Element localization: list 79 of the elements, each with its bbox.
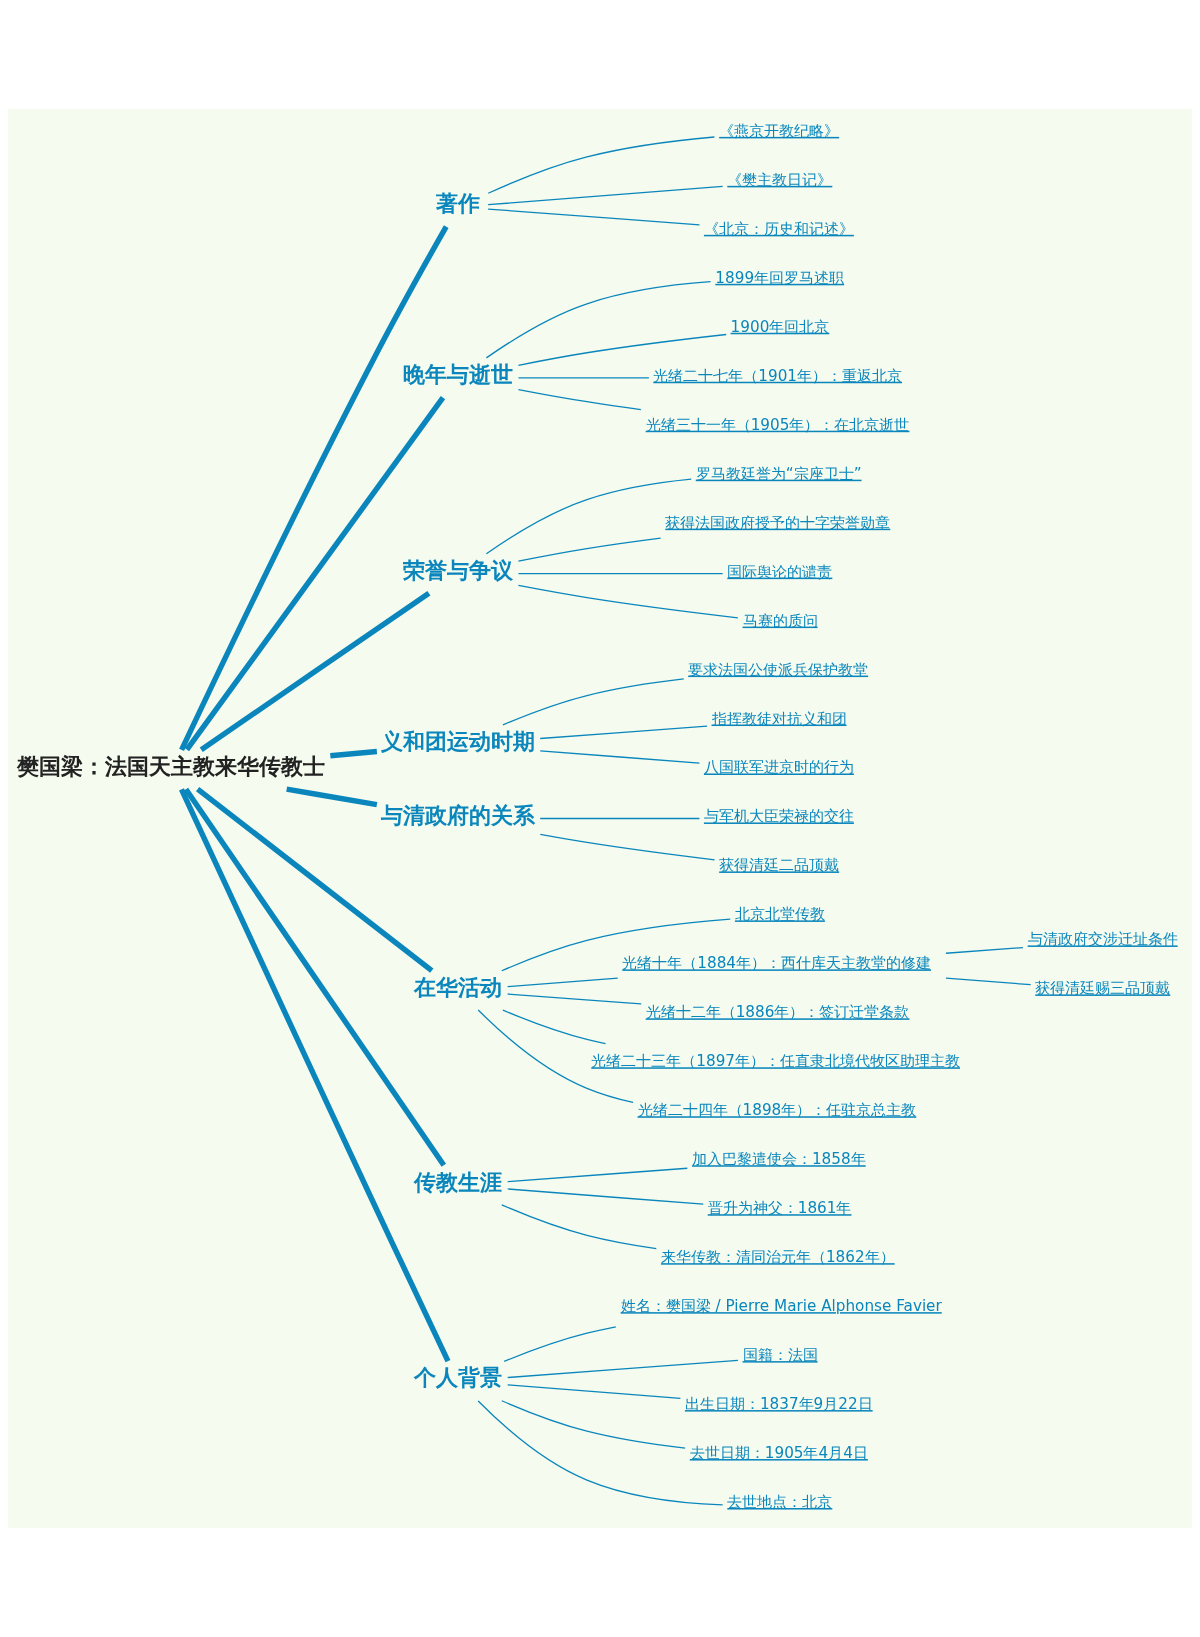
connector (945, 946, 1024, 954)
node-text: 光绪二十七年（1901年）：重返北京 (653, 366, 903, 385)
connector (179, 788, 451, 1363)
connector (487, 136, 716, 194)
node-text: 光绪三十一年（1905年）：在北京逝世 (645, 415, 910, 434)
connector (517, 573, 724, 575)
connector (501, 918, 731, 972)
connector (517, 388, 642, 411)
connector (286, 786, 378, 808)
node-text: 获得清廷二品顶戴 (719, 856, 840, 875)
connector (184, 396, 446, 752)
node-text: 国籍：法国 (742, 1346, 818, 1365)
node-text: 个人背景 (413, 1365, 502, 1391)
connector (517, 333, 727, 366)
node-text: 1899年回罗马述职 (715, 268, 845, 287)
connector (507, 993, 642, 1005)
node-text: 晋升为神父：1861年 (707, 1199, 852, 1218)
node-text: 《燕京开教纪略》 (719, 121, 840, 140)
node-text: 八国联军进京时的行为 (703, 758, 854, 777)
connector (485, 281, 712, 359)
connector (195, 786, 434, 973)
connector (183, 787, 447, 1167)
connector (503, 1326, 617, 1363)
node-text: 北京北堂传教 (734, 905, 825, 924)
node-text: 去世地点：北京 (727, 1493, 833, 1511)
connector (501, 1204, 657, 1250)
connector (507, 1384, 682, 1399)
connector (539, 725, 708, 740)
connector (477, 1009, 634, 1104)
node-text: 获得清廷赐三品顶戴 (1035, 979, 1171, 998)
node-text: 指挥教徒对抗义和团 (711, 709, 847, 728)
node-text: 1900年回北京 (730, 317, 830, 336)
node-text: 在华活动 (413, 974, 502, 1000)
node-text: 获得法国政府授予的十字荣誉勋章 (665, 513, 891, 532)
node-text: 《樊主教日记》 (727, 170, 833, 189)
connector (487, 208, 701, 226)
connector (507, 1359, 739, 1379)
connector (502, 678, 685, 726)
node-text: 姓名：樊国梁 / Pierre Marie Alphonse Favier (620, 1297, 942, 1316)
node-text: 罗马教廷誉为“宗座卫士” (695, 464, 862, 483)
connector (517, 377, 650, 379)
connector (945, 977, 1032, 986)
node-text: 荣誉与争议 (403, 558, 514, 584)
connector (330, 748, 378, 759)
node-text: 来华传教：清同治元年（1862年） (660, 1248, 895, 1267)
node-text: 义和团运动时期 (381, 728, 536, 754)
node-text: 光绪二十三年（1897年）：任直隶北境代牧区助理主教 (591, 1052, 961, 1071)
node-text: 加入巴黎遣使会：1858年 (691, 1150, 866, 1169)
connector (477, 1400, 724, 1506)
node-text: 著作 (436, 191, 481, 217)
node-text: 出生日期：1837年9月22日 (684, 1395, 873, 1414)
connector (507, 1188, 704, 1205)
node-text: 马赛的质问 (742, 611, 818, 630)
connector (501, 1400, 686, 1449)
node-text: 光绪二十四年（1898年）：任驻京总主教 (637, 1101, 917, 1120)
node-text: 去世日期：1905年4月4日 (689, 1444, 868, 1463)
connector (517, 537, 662, 562)
node-text: 樊国梁：法国天主教来华传教士 (16, 753, 325, 779)
connector (517, 584, 739, 619)
connector (539, 750, 701, 764)
node-text: 与军机大臣荣禄的交往 (703, 807, 854, 826)
node-text: 《北京：历史和记述》 (703, 219, 854, 238)
node-text: 光绪十年（1884年）：西什库天主教堂的修建 (622, 954, 932, 973)
connector (487, 185, 724, 206)
node-text: 与清政府交涉迁址条件 (1027, 930, 1178, 949)
connector (502, 1009, 607, 1045)
node-text: 要求法国公使派兵保护教堂 (688, 660, 869, 679)
connector (179, 225, 449, 751)
connector (199, 591, 431, 752)
connector (507, 977, 619, 988)
connector (539, 817, 701, 820)
node-text: 晚年与逝世 (403, 362, 514, 388)
node-text: 国际舆论的谴责 (727, 562, 833, 581)
node-text: 光绪十二年（1886年）：签订迁堂条款 (645, 1003, 910, 1022)
connector (485, 478, 692, 555)
connector (539, 833, 716, 861)
node-text: 传教生涯 (413, 1169, 502, 1195)
connector (507, 1167, 688, 1183)
node-text: 与清政府的关系 (381, 802, 536, 828)
